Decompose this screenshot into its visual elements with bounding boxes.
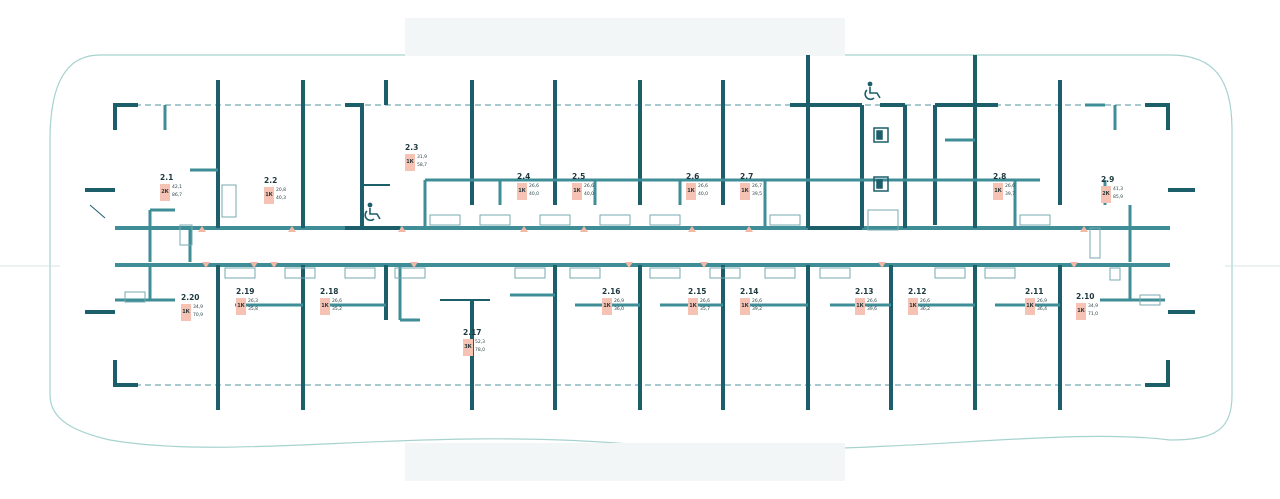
unit-living-area: 26,6 [529, 184, 540, 189]
unit-number: 2.3 [405, 143, 419, 152]
unit-living-area: 26,6 [700, 299, 711, 304]
unit-living-area: 26,9 [1037, 299, 1048, 304]
bathroom-fixtures [124, 184, 1161, 306]
unit-living-area: 34,9 [193, 305, 204, 310]
roof-block-bottom [405, 443, 845, 481]
unit-living-area: 20,8 [276, 188, 287, 193]
unit-total-area: 35,7 [700, 307, 711, 312]
inner-walls-top [148, 103, 1132, 262]
unit-total-area: 40,3 [276, 196, 287, 201]
unit-number: 2.1 [160, 173, 174, 182]
roof-block-top [405, 18, 845, 56]
unit-number: 2.15 [688, 287, 707, 296]
unit-total-area: 71,0 [1088, 312, 1099, 317]
unit-total-area: 85,9 [1113, 195, 1124, 200]
unit-living-area: 41,3 [1113, 187, 1124, 192]
unit-number: 2.7 [740, 172, 754, 181]
unit-number: 2.6 [686, 172, 700, 181]
unit-type-badge: 1К [855, 298, 865, 315]
unit-total-area: 70,9 [193, 313, 204, 318]
unit-type-badge: 3К [463, 339, 473, 356]
unit-number: 2.11 [1025, 287, 1044, 296]
unit-type-badge: 2К [160, 184, 170, 201]
unit-total-area: 39,6 [867, 307, 878, 312]
unit-total-area: 40,0 [584, 192, 595, 197]
unit-number: 2.8 [993, 172, 1007, 181]
unit-total-area: 39,5 [752, 192, 763, 197]
unit-living-area: 26,6 [584, 184, 595, 189]
unit-living-area: 26,6 [920, 299, 931, 304]
unit-living-area: 42,1 [172, 185, 183, 190]
unit-type-badge: 1К [686, 183, 696, 200]
unit-total-area: 36,4 [1037, 307, 1048, 312]
unit-total-area: 35,2 [332, 307, 343, 312]
unit-living-area: 26,6 [1005, 184, 1016, 189]
unit-type-badge: 1К [688, 298, 698, 315]
unit-number: 2.5 [572, 172, 586, 181]
unit-type-badge: 1К [740, 298, 750, 315]
bottom-partition-walls [216, 265, 1062, 410]
unit-number: 2.12 [908, 287, 927, 296]
direction-marker-icon [198, 226, 1088, 268]
unit-type-badge: 2К [1101, 186, 1111, 203]
unit-number: 2.19 [236, 287, 255, 296]
unit-total-area: 35,8 [248, 307, 259, 312]
unit-living-area: 31,9 [417, 155, 428, 160]
unit-living-area: 26,6 [867, 299, 878, 304]
unit-type-badge: 1К [405, 154, 415, 171]
corridor-walls [115, 226, 1170, 267]
unit-type-badge: 1К [572, 183, 582, 200]
unit-living-area: 26,3 [248, 299, 259, 304]
unit-total-area: 40,0 [529, 192, 540, 197]
unit-total-area: 86,7 [172, 193, 183, 198]
top-partition-walls [216, 55, 1062, 230]
unit-type-badge: 1К [602, 298, 612, 315]
unit-total-area: 36,2 [920, 307, 931, 312]
unit-type-badge: 1К [1076, 303, 1086, 320]
unit-type-badge: 1К [908, 298, 918, 315]
unit-number: 2.18 [320, 287, 339, 296]
unit-total-area: 40,0 [698, 192, 709, 197]
unit-total-area: 78,0 [475, 348, 486, 353]
unit-number: 2.16 [602, 287, 621, 296]
unit-living-area: 26,6 [332, 299, 343, 304]
unit-type-badge: 1К [993, 183, 1003, 200]
unit-number: 2.17 [463, 328, 482, 337]
unit-number: 2.14 [740, 287, 759, 296]
unit-number: 2.13 [855, 287, 874, 296]
unit-number: 2.2 [264, 176, 278, 185]
unit-total-area: 39,2 [752, 307, 763, 312]
unit-living-area: 26,6 [752, 299, 763, 304]
unit-living-area: 26,9 [614, 299, 625, 304]
unit-living-area: 26,7 [752, 184, 763, 189]
unit-living-area: 26,6 [698, 184, 709, 189]
unit-living-area: 34,9 [1088, 304, 1099, 309]
unit-number: 2.20 [181, 293, 200, 302]
unit-type-badge: 1К [181, 304, 191, 321]
unit-total-area: 39,7 [1005, 192, 1016, 197]
corner-walls [85, 103, 1195, 387]
exterior-walls [115, 104, 1170, 386]
unit-type-badge: 1К [740, 183, 750, 200]
unit-type-badge: 1К [236, 298, 246, 315]
unit-number: 2.9 [1101, 175, 1115, 184]
unit-type-badge: 1К [517, 183, 527, 200]
unit-number: 2.10 [1076, 292, 1095, 301]
unit-type-badge: 1К [264, 187, 274, 204]
unit-type-badge: 1К [1025, 298, 1035, 315]
unit-living-area: 52,3 [475, 340, 486, 345]
elevator-icon [873, 127, 889, 192]
unit-type-badge: 1К [320, 298, 330, 315]
wheelchair-icon [364, 81, 881, 222]
unit-number: 2.4 [517, 172, 531, 181]
unit-total-area: 58,7 [417, 163, 428, 168]
unit-total-area: 36,0 [614, 307, 625, 312]
